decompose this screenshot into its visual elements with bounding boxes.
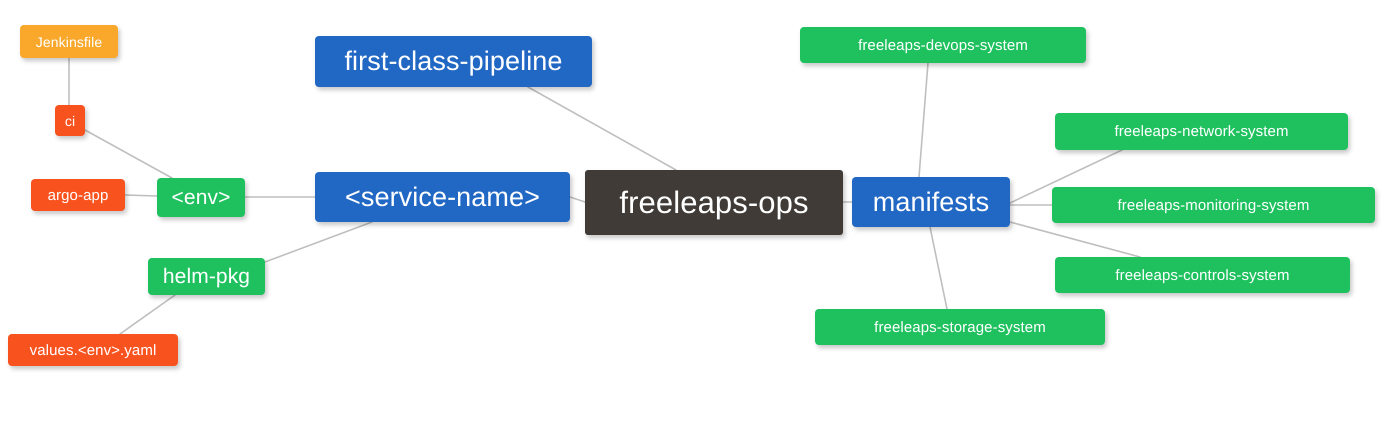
- node-label: <env>: [171, 186, 231, 209]
- mindmap-node-jenkinsfile[interactable]: Jenkinsfile: [20, 25, 118, 58]
- node-label: argo-app: [47, 186, 109, 204]
- node-label: freeleaps-network-system: [1114, 123, 1289, 140]
- node-label: freeleaps-monitoring-system: [1117, 196, 1310, 214]
- edge-manifests-to-freeleaps-devops-system: [918, 62, 929, 178]
- mindmap-node-helm-pkg[interactable]: helm-pkg: [148, 258, 265, 295]
- mindmap-node-freeleaps-network-system[interactable]: freeleaps-network-system: [1055, 113, 1348, 150]
- mindmap-node-freeleaps-ops[interactable]: freeleaps-ops: [585, 170, 843, 235]
- edge-env-to-ci: [84, 129, 173, 179]
- node-label: Jenkinsfile: [35, 33, 103, 50]
- edge-helm-pkg-to-values-env-yaml: [119, 294, 176, 335]
- mindmap-node-freeleaps-devops-system[interactable]: freeleaps-devops-system: [800, 27, 1086, 63]
- edge-env-to-argo-app: [124, 194, 158, 197]
- node-label: freeleaps-ops: [619, 185, 809, 220]
- node-label: ci: [64, 112, 76, 129]
- node-label: helm-pkg: [162, 265, 251, 288]
- edge-manifests-to-freeleaps-storage-system: [929, 226, 948, 310]
- edge-service-name-to-helm-pkg: [264, 221, 373, 263]
- mindmap-node-env[interactable]: <env>: [157, 178, 245, 217]
- node-label: manifests: [872, 186, 990, 217]
- node-label: values.<env>.yaml: [29, 341, 157, 359]
- edge-freeleaps-ops-to-service-name: [569, 196, 586, 203]
- mindmap-node-service-name[interactable]: <service-name>: [315, 172, 570, 222]
- mindmap-node-freeleaps-controls-system[interactable]: freeleaps-controls-system: [1055, 257, 1350, 293]
- node-label: freeleaps-storage-system: [874, 318, 1046, 336]
- mindmap-node-freeleaps-storage-system[interactable]: freeleaps-storage-system: [815, 309, 1105, 345]
- mindmap-node-values-env-yaml[interactable]: values.<env>.yaml: [8, 334, 178, 366]
- node-label: freeleaps-devops-system: [858, 36, 1028, 54]
- node-label: freeleaps-controls-system: [1115, 266, 1290, 284]
- node-label: first-class-pipeline: [344, 46, 563, 76]
- edge-freeleaps-ops-to-first-class-pipeline: [527, 86, 677, 171]
- mindmap-node-freeleaps-monitoring-system[interactable]: freeleaps-monitoring-system: [1052, 187, 1375, 223]
- edge-manifests-to-freeleaps-controls-system: [1009, 221, 1141, 258]
- mindmap-node-argo-app[interactable]: argo-app: [31, 179, 125, 211]
- mindmap-node-first-class-pipeline[interactable]: first-class-pipeline: [315, 36, 592, 87]
- mindmap-node-manifests[interactable]: manifests: [852, 177, 1010, 227]
- mindmap-node-ci[interactable]: ci: [55, 105, 85, 136]
- node-label: <service-name>: [345, 181, 540, 212]
